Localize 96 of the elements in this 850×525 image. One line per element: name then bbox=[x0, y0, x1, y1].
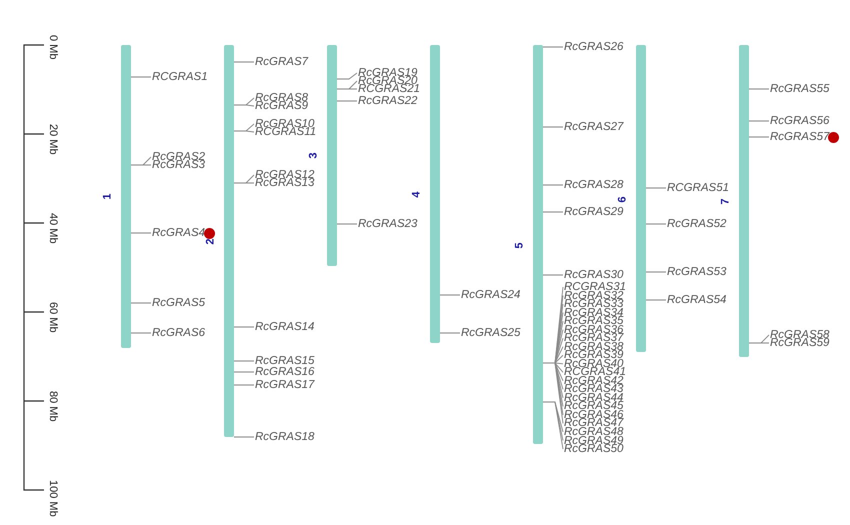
gene-label: RcGRAS14 bbox=[255, 322, 314, 332]
gene-label: RcGRAS43 bbox=[564, 384, 624, 394]
gene-label: RcGRAS6 bbox=[152, 328, 206, 338]
gene-label: RcGRAS28 bbox=[564, 180, 624, 190]
gene-label: RcGRAS59 bbox=[770, 338, 830, 348]
gene-label: RcGRAS54 bbox=[667, 295, 726, 305]
gene-label: RcGRAS4 bbox=[152, 228, 206, 238]
gene-label: RCGRAS1 bbox=[152, 72, 208, 82]
gene-label: RcGRAS22 bbox=[358, 96, 418, 106]
leader-line bbox=[748, 342, 770, 344]
gene-label: RcGRAS26 bbox=[564, 42, 624, 52]
gene-label: RcGRAS5 bbox=[152, 298, 206, 308]
chromosome-number: 5 bbox=[514, 242, 526, 248]
gene-label: RCGRAS21 bbox=[358, 84, 420, 94]
leader-line bbox=[336, 100, 358, 102]
gene-label: RcGRAS50 bbox=[564, 444, 624, 454]
gene-label: RcGRAS46 bbox=[564, 410, 624, 420]
gene-label: RcGRAS15 bbox=[255, 356, 314, 366]
leader-line bbox=[130, 232, 152, 234]
scale-label: 80 Mb bbox=[47, 391, 58, 422]
leader-line bbox=[440, 294, 460, 296]
gene-label: RcGRAS24 bbox=[461, 290, 520, 300]
leader-line bbox=[234, 384, 254, 386]
gene-label: RcGRAS18 bbox=[255, 432, 314, 442]
leader-line bbox=[748, 120, 770, 122]
gene-label: RcGRAS23 bbox=[358, 219, 418, 229]
gene-label: RcGRAS27 bbox=[564, 122, 624, 132]
gene-label: RcGRAS37 bbox=[564, 333, 624, 344]
gene-label: RcGRAS45 bbox=[564, 401, 624, 412]
gene-label: RcGRAS48 bbox=[564, 427, 624, 437]
leader-line bbox=[130, 332, 152, 334]
gene-label: RcGRAS17 bbox=[255, 380, 314, 390]
gene-label: RcGRAS39 bbox=[564, 350, 624, 360]
gene-label: RcGRAS55 bbox=[770, 84, 830, 94]
gene-label: RcGRAS58 bbox=[770, 330, 830, 340]
gene-label: RcGRAS53 bbox=[667, 267, 726, 277]
leader-line bbox=[748, 88, 770, 90]
gene-label: RcGRAS2 bbox=[152, 152, 206, 162]
leader-line bbox=[542, 46, 564, 48]
gene-label: RcGRAS47 bbox=[564, 418, 624, 428]
gene-label: RcGRAS13 bbox=[255, 178, 314, 188]
leader-line bbox=[440, 332, 460, 334]
leader-line bbox=[234, 436, 254, 438]
gene-label: RcGRAS7 bbox=[255, 57, 308, 67]
chromosome-number: 7 bbox=[720, 198, 732, 204]
scale-label: 100 Mb bbox=[47, 480, 58, 517]
gene-label: RcGRAS32 bbox=[564, 290, 624, 301]
leader-line bbox=[234, 104, 254, 106]
chromosome-number: 1 bbox=[102, 194, 114, 200]
gene-label: RcGRAS25 bbox=[461, 328, 520, 338]
leader-line bbox=[336, 72, 358, 80]
gene-label: RcGRAS52 bbox=[667, 219, 726, 229]
gene-label: RCGRAS31 bbox=[564, 282, 626, 292]
marker-dot bbox=[204, 228, 214, 238]
leader-line bbox=[234, 130, 254, 132]
gene-label: RcGRAS29 bbox=[564, 207, 624, 217]
chromosome-number: 4 bbox=[412, 192, 423, 198]
leader-line bbox=[234, 182, 254, 184]
gene-label: RCGRAS51 bbox=[667, 183, 729, 193]
gene-label: RcGRAS40 bbox=[564, 358, 624, 369]
gene-label: RcGRAS9 bbox=[255, 101, 308, 111]
leader-line bbox=[542, 184, 564, 186]
scale-label: 40 Mb bbox=[47, 213, 58, 244]
gene-label: RcGRAS42 bbox=[564, 376, 624, 386]
gene-label: RcGRAS12 bbox=[255, 170, 314, 180]
leader-line bbox=[130, 164, 152, 166]
leader-line bbox=[542, 274, 564, 276]
gene-label: RcGRAS16 bbox=[255, 367, 314, 377]
leader-line bbox=[130, 302, 152, 304]
leader-line bbox=[336, 88, 358, 90]
gene-label: RcGRAS36 bbox=[564, 324, 624, 335]
leader-line bbox=[234, 360, 254, 362]
gene-label: RcGRAS19 bbox=[358, 68, 418, 78]
leader-line bbox=[234, 326, 254, 328]
gene-label: RCGRAS11 bbox=[255, 127, 316, 137]
gene-label: RcGRAS56 bbox=[770, 116, 830, 126]
gene-label: RcGRAS10 bbox=[255, 119, 314, 129]
chromosome-number: 2 bbox=[206, 238, 217, 244]
scale-label: 0 Mb bbox=[47, 35, 58, 60]
leader-line bbox=[130, 76, 152, 78]
gene-label: RcGRAS49 bbox=[564, 436, 624, 446]
leader-line bbox=[542, 126, 564, 128]
gene-label: RcGRAS33 bbox=[564, 299, 624, 310]
chromosome-number: 6 bbox=[618, 196, 629, 202]
scale-label: 20 Mb bbox=[47, 124, 58, 155]
gene-label: RcGRAS20 bbox=[358, 76, 418, 86]
gene-label: RcGRAS35 bbox=[564, 316, 624, 326]
gene-label: RCGRAS41 bbox=[564, 367, 626, 378]
gene-label: RcGRAS8 bbox=[255, 93, 308, 103]
leader-line bbox=[748, 136, 770, 138]
leader-line bbox=[542, 402, 564, 450]
gene-label: RcGRAS3 bbox=[152, 160, 206, 170]
chromosome-number: 3 bbox=[308, 152, 320, 159]
gene-label: RcGRAS30 bbox=[564, 270, 624, 280]
scale-label: 60 Mb bbox=[47, 302, 58, 333]
gene-label: RcGRAS38 bbox=[564, 342, 624, 352]
